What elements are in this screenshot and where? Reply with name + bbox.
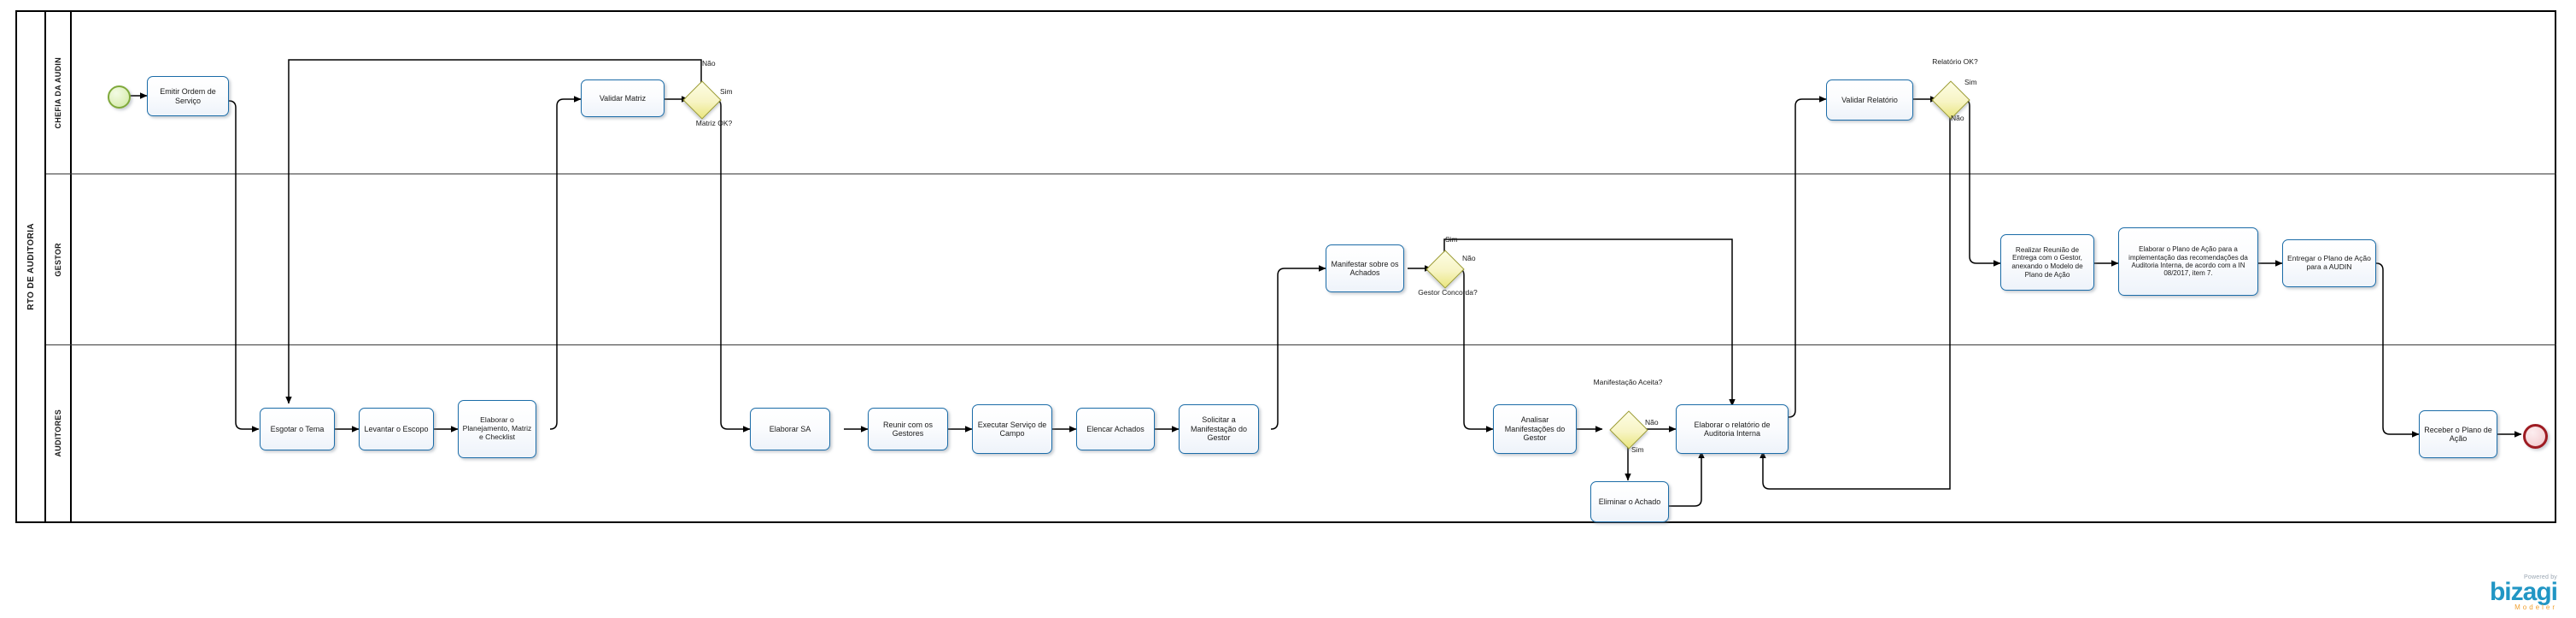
task-label: Realizar Reunião de Entrega com o Gestor…	[2011, 245, 2083, 279]
task-elaborar-sa[interactable]: Elaborar SA	[750, 408, 830, 450]
task-executar-servico-de-campo[interactable]: Executar Serviço de Campo	[972, 404, 1052, 454]
gateway-label-matriz-ok: Matriz OK?	[695, 119, 733, 127]
task-label: Elaborar o Plano de Ação para a implemen…	[2128, 245, 2248, 278]
task-elencar-achados[interactable]: Elencar Achados	[1076, 408, 1155, 450]
task-analisar-manifestacoes-do-gestor[interactable]: Analisar Manifestações do Gestor	[1493, 404, 1577, 454]
pool-header: RTO DE AUDITORIA	[17, 12, 46, 521]
lane-label-chefia: CHEFIA DA AUDIN	[54, 56, 62, 129]
flow-label-matriz-nao: Não	[702, 59, 716, 68]
task-label: Elaborar o relatório de Auditoria Intern…	[1694, 420, 1771, 438]
task-entregar-plano-de-acao-para-audin[interactable]: Entregar o Plano de Ação para a AUDIN	[2282, 239, 2376, 287]
gateway-label-relatorio-ok: Relatório OK?	[1932, 57, 1978, 66]
flow-label-manifestacao-nao: Não	[1645, 418, 1659, 427]
lane-header-auditores: AUDITORES	[46, 345, 72, 521]
task-label: Validar Matriz	[599, 93, 647, 103]
gateway-label-gestor-concorda: Gestor Concorda?	[1418, 288, 1478, 297]
task-label: Levantar o Escopo	[364, 424, 429, 433]
task-label: Reunir com os Gestores	[882, 420, 934, 438]
task-receber-o-plano-de-acao[interactable]: Receber o Plano de Ação	[2419, 410, 2497, 458]
flow-label-manifestacao-sim: Sim	[1631, 445, 1644, 454]
lane-auditores: AUDITORES	[46, 345, 2556, 521]
task-label: Validar Relatório	[1841, 95, 1898, 104]
task-label: Elaborar o Planejamento, Matriz e Checkl…	[462, 415, 532, 441]
task-manifestar-sobre-os-achados[interactable]: Manifestar sobre os Achados	[1326, 244, 1404, 292]
lane-label-gestor: GESTOR	[54, 242, 62, 277]
start-event[interactable]	[108, 85, 131, 109]
task-emitir-ordem-de-servico[interactable]: Emitir Ordem de Serviço	[147, 76, 229, 116]
lane-header-gestor: GESTOR	[46, 174, 72, 344]
lane-label-auditores: AUDITORES	[54, 409, 62, 457]
task-label: Eliminar o Achado	[1598, 497, 1661, 506]
bizagi-watermark: Powered by bizagi Modeler	[2489, 574, 2558, 611]
task-elaborar-planejamento-matriz-checklist[interactable]: Elaborar o Planejamento, Matriz e Checkl…	[458, 400, 536, 458]
task-esgotar-o-tema[interactable]: Esgotar o Tema	[260, 408, 335, 450]
lane-chefia-da-audin: CHEFIA DA AUDIN	[46, 12, 2556, 174]
flow-label-gestor-sim: Sim	[1445, 235, 1458, 244]
task-levantar-o-escopo[interactable]: Levantar o Escopo	[359, 408, 434, 450]
lane-body-auditores	[72, 345, 2556, 521]
task-reunir-com-os-gestores[interactable]: Reunir com os Gestores	[868, 408, 948, 450]
task-solicitar-manifestacao-do-gestor[interactable]: Solicitar a Manifestação do Gestor	[1179, 404, 1259, 454]
task-realizar-reuniao-de-entrega[interactable]: Realizar Reunião de Entrega com o Gestor…	[2000, 234, 2094, 291]
task-label: Emitir Ordem de Serviço	[160, 87, 216, 105]
pool-label: RTO DE AUDITORIA	[26, 223, 36, 310]
task-validar-matriz[interactable]: Validar Matriz	[581, 79, 664, 117]
task-label: Elaborar SA	[769, 424, 811, 433]
watermark-subtitle: Modeler	[2515, 603, 2557, 611]
task-label: Receber o Plano de Ação	[2424, 425, 2492, 443]
flow-label-gestor-nao: Não	[1462, 254, 1476, 262]
task-label: Esgotar o Tema	[270, 424, 325, 433]
flow-label-relatorio-nao: Não	[1951, 114, 1964, 122]
task-label: Solicitar a Manifestação do Gestor	[1190, 415, 1248, 443]
task-elaborar-plano-de-acao[interactable]: Elaborar o Plano de Ação para a implemen…	[2118, 227, 2258, 296]
watermark-powered-by: Powered by	[2524, 574, 2557, 580]
task-eliminar-o-achado[interactable]: Eliminar o Achado	[1590, 481, 1669, 522]
task-label: Manifestar sobre os Achados	[1331, 259, 1399, 277]
lane-body-chefia	[72, 12, 2556, 174]
lane-header-chefia: CHEFIA DA AUDIN	[46, 12, 72, 174]
task-elaborar-relatorio-de-auditoria-interna[interactable]: Elaborar o relatório de Auditoria Intern…	[1676, 404, 1789, 454]
task-label: Entregar o Plano de Ação para a AUDIN	[2287, 254, 2371, 271]
task-label: Executar Serviço de Campo	[977, 420, 1047, 438]
end-event[interactable]	[2523, 424, 2548, 449]
task-validar-relatorio[interactable]: Validar Relatório	[1826, 79, 1913, 121]
task-label: Analisar Manifestações do Gestor	[1504, 415, 1566, 443]
flow-label-matriz-sim: Sim	[720, 87, 733, 96]
watermark-brand: bizagi	[2489, 578, 2558, 606]
gateway-label-manifestacao-aceita: Manifestação Aceita?	[1593, 378, 1663, 386]
flow-label-relatorio-sim: Sim	[1964, 78, 1977, 86]
task-label: Elencar Achados	[1086, 424, 1145, 433]
